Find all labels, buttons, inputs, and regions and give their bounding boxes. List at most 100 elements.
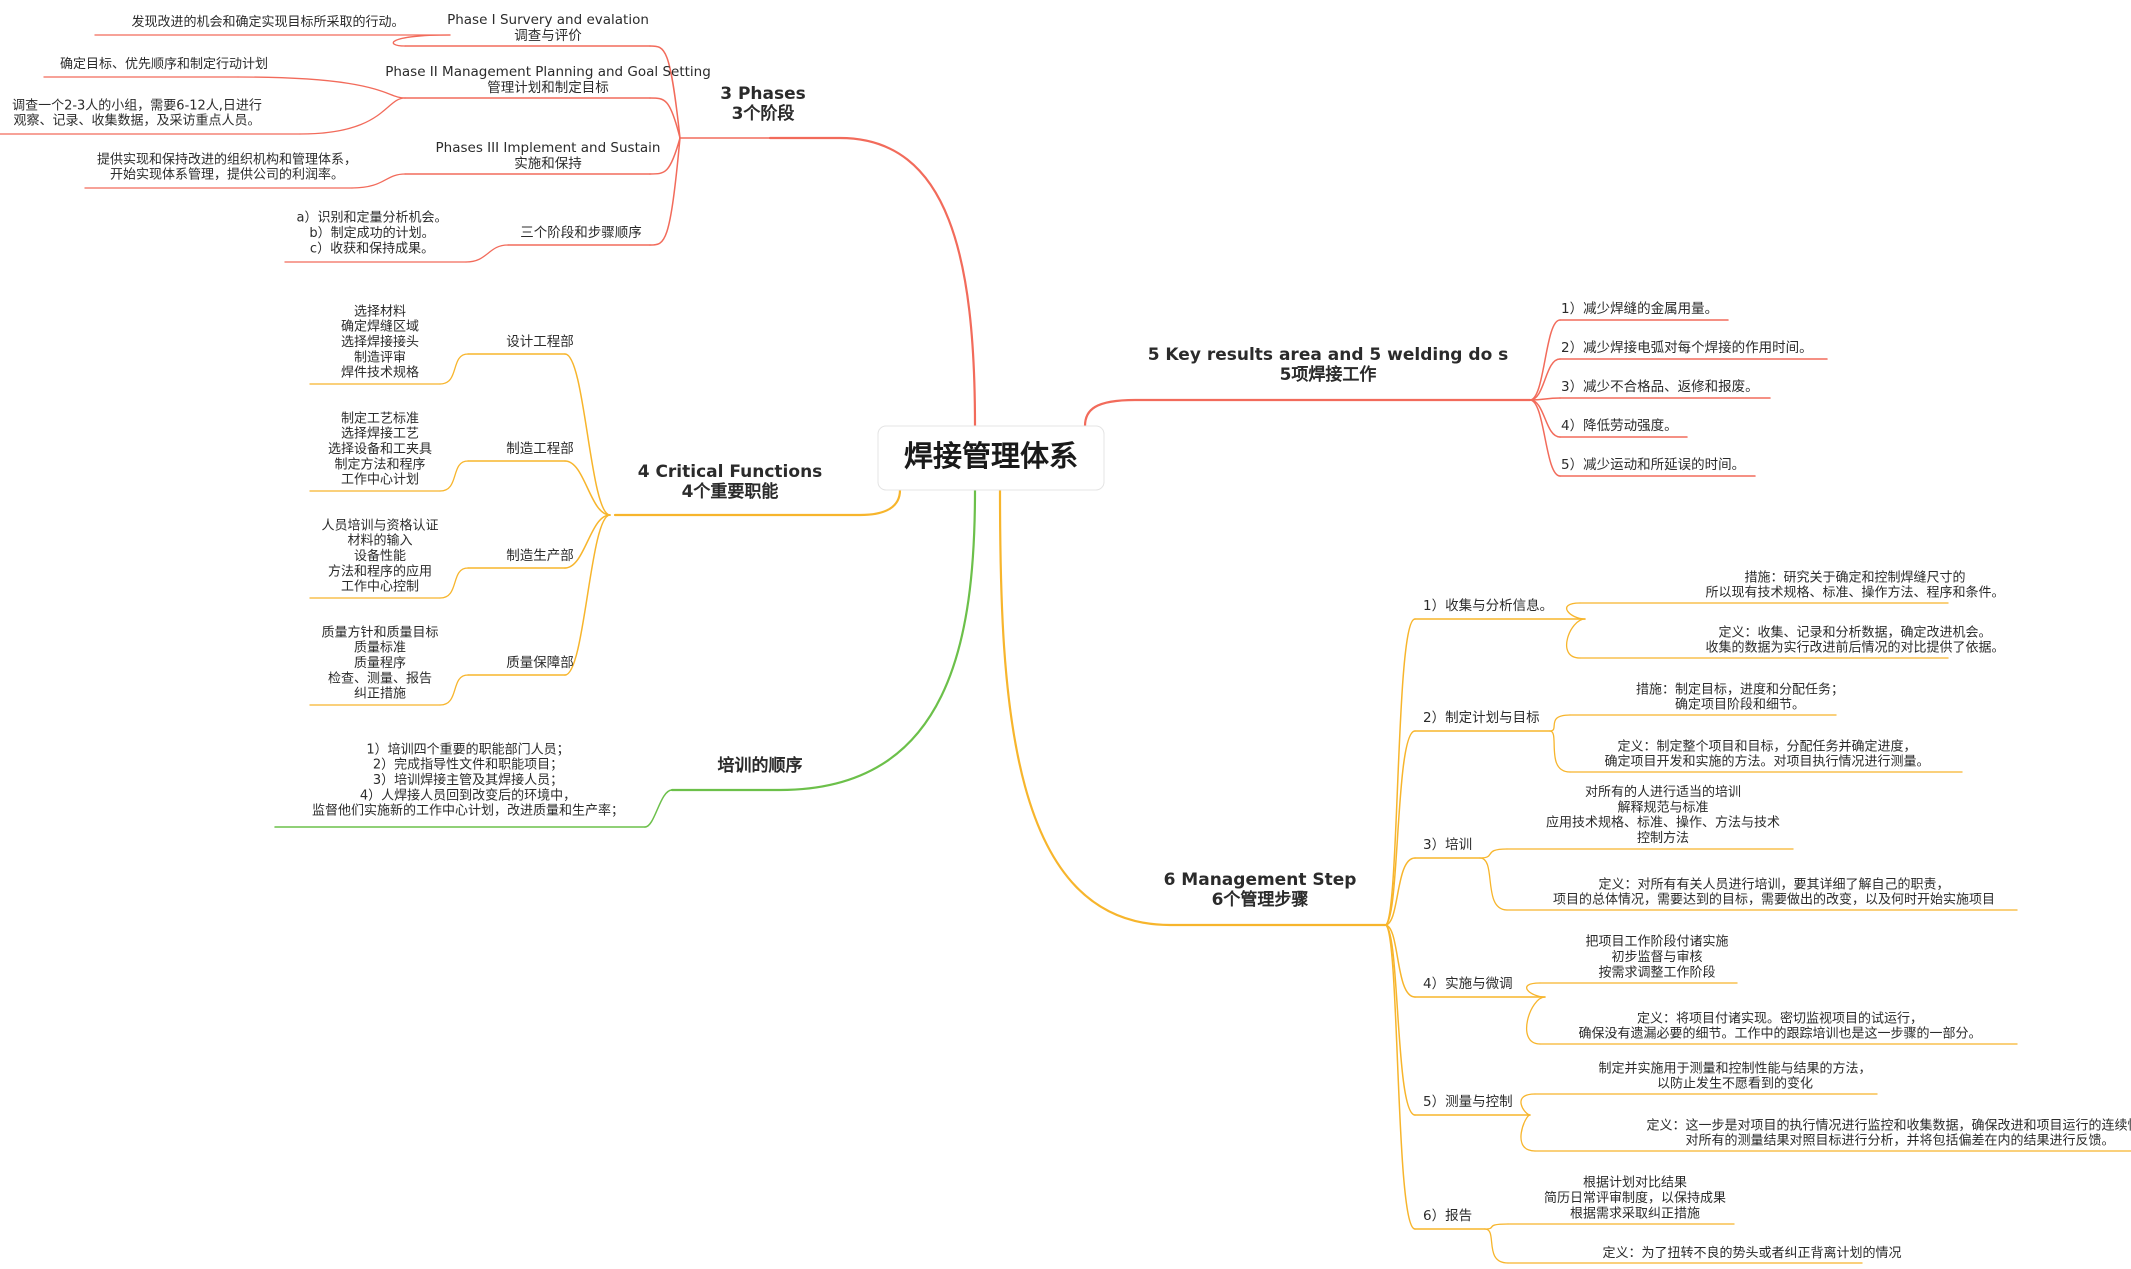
key-item-label-line: 5）减少运动和所延误的时间。: [1561, 457, 1745, 473]
function-detail-text: 质量方针和质量目标质量标准质量程序检查、测量、报告纠正措施: [321, 624, 438, 701]
training-detail-text-line: 1）培训四个重要的职能部门人员；: [366, 741, 569, 757]
keys-title-line: 5项焊接工作: [1280, 364, 1377, 385]
phase-detail-text-line: a）识别和定量分析机会。: [297, 210, 448, 225]
step-detail-text-line: 确定项目阶段和细节。: [1675, 697, 1805, 712]
phase-detail-text: 发现改进的机会和确定实现目标所采取的行动。: [131, 14, 404, 30]
phase-detail-connector: [392, 34, 451, 47]
phase-detail-text-line: 调查一个2-3人的小组，需要6-12人,日进行: [12, 97, 262, 113]
keys-title-line: 5 Key results area and 5 welding do s: [1148, 345, 1509, 365]
key-item-label-line: 1）减少焊缝的金属用量。: [1561, 301, 1718, 317]
step-detail-connector: [1549, 730, 1571, 773]
phase-node-label-line: 管理计划和制定目标: [487, 80, 609, 96]
step-detail-text-line: 定义：为了扭转不良的势头或者纠正背离计划的情况: [1602, 1245, 1901, 1261]
steps-branch-line: [998, 488, 1387, 927]
step-detail-connector: [1525, 996, 1546, 1045]
training-detail-text: 1）培训四个重要的职能部门人员；2）完成指导性文件和职能项目；3）培训焊接主管及…: [312, 741, 624, 818]
phase-detail-text-line: 观察、记录、收集数据，及采访重点人员。: [13, 112, 260, 128]
key-item-connector: [1529, 319, 1561, 401]
function-connector: [564, 514, 611, 676]
function-detail-text-line: 选择焊接接头: [341, 334, 419, 350]
phase-detail-text-line: 发现改进的机会和确定实现目标所采取的行动。: [131, 14, 404, 30]
key-item-connector: [1529, 399, 1561, 477]
function-detail-text-line: 制定工艺标准: [341, 411, 419, 426]
step-detail-text: 定义：为了扭转不良的势头或者纠正背离计划的情况: [1602, 1245, 1901, 1261]
step-node-label-line: 4）实施与微调: [1423, 976, 1513, 992]
function-detail-text-line: 材料的输入: [347, 532, 412, 548]
step-detail-text-line: 定义：对所有有关人员进行培训，要其详细了解自己的职责，: [1598, 876, 1949, 892]
function-detail-text-line: 人员培训与资格认证: [321, 517, 438, 533]
function-detail-connector: [439, 567, 469, 599]
training-detail-text-line: 3）培训焊接主管及其焊接人员；: [373, 772, 563, 788]
phase-detail-text-line: 开始实现体系管理，提供公司的利润率。: [110, 166, 344, 182]
phase-node-label-line: Phase II Management Planning and Goal Se…: [385, 64, 711, 80]
central-topic[interactable]: 焊接管理体系: [904, 439, 1078, 473]
step-detail-text-line: 根据计划对比结果: [1583, 1175, 1687, 1190]
phases-branch-line: [768, 136, 977, 428]
training-branch-line: [670, 488, 977, 792]
function-node-label-line: 制造生产部: [506, 548, 574, 564]
step-detail-text: 把项目工作阶段付诸实施初步监督与审核按需求调整工作阶段: [1585, 934, 1728, 980]
step-detail-text-line: 对所有的测量结果对照目标进行分析，并将包括偏差在内的结果进行反馈。: [1685, 1132, 2114, 1148]
step-detail-text-line: 按需求调整工作阶段: [1598, 965, 1715, 980]
step-detail-text-line: 把项目工作阶段付诸实施: [1585, 934, 1728, 949]
step-detail-text-line: 措施：研究关于确定和控制焊缝尺寸的: [1744, 569, 1965, 585]
step-detail-connector: [1479, 848, 1508, 859]
phase-node-label-line: 调查与评价: [514, 28, 582, 44]
phase-node-label: 三个阶段和步骤顺序: [520, 225, 642, 241]
step-detail-connector: [1520, 1114, 1536, 1152]
step-node-label: 4）实施与微调: [1423, 976, 1513, 992]
step-detail-text: 定义：对所有有关人员进行培训，要其详细了解自己的职责，项目的总体情况，需要达到的…: [1553, 876, 1995, 907]
connector-lines: [0, 34, 2131, 1264]
phase-detail-text: 确定目标、优先顺序和制定行动计划: [60, 57, 268, 72]
function-node-label-line: 质量保障部: [506, 655, 574, 671]
phase-detail-connector: [299, 97, 406, 135]
phase-node-label-line: 实施和保持: [514, 156, 582, 172]
function-connector: [564, 514, 611, 569]
function-detail-text-line: 质量标准: [354, 640, 406, 655]
central-topic-box[interactable]: [877, 425, 1105, 491]
step-detail-text: 定义：这一步是对项目的执行情况进行监控和收集数据，确保改进和项目运行的连续性。对…: [1646, 1117, 2131, 1148]
function-detail-connector: [439, 460, 469, 492]
phase-node-label: Phase II Management Planning and Goal Se…: [385, 64, 711, 96]
step-detail-text-line: 初步监督与审核: [1611, 950, 1702, 965]
step-detail-text: 措施：研究关于确定和控制焊缝尺寸的所以现有技术规格、标准、操作方法、程序和条件。: [1705, 569, 2004, 600]
steps-title-line: 6 Management Step: [1164, 870, 1357, 890]
step-detail-text: 定义：收集、记录和分析数据，确定改进机会。收集的数据为实行改进前后情况的对比提供…: [1705, 624, 2004, 655]
function-detail-text-line: 制定方法和程序: [334, 456, 425, 472]
step-detail-text-line: 项目的总体情况，需要达到的目标，需要做出的改变，以及何时开始实施项目: [1553, 891, 1995, 907]
step-detail-connector: [1565, 602, 1586, 620]
step-detail-text: 制定并实施用于测量和控制性能与结果的方法，以防止发生不愿看到的变化: [1598, 1060, 1871, 1091]
function-detail-connector: [439, 353, 469, 385]
step-connector: [1384, 924, 1416, 998]
function-node-label: 制造生产部: [506, 548, 574, 564]
function-detail-text-line: 选择焊接工艺: [341, 425, 419, 441]
function-node-label-line: 设计工程部: [506, 334, 574, 350]
functions-branch-line: [613, 488, 902, 517]
phases-title-line: 3个阶段: [732, 103, 795, 124]
step-detail-text-line: 收集的数据为实行改进前后情况的对比提供了依据。: [1705, 639, 2004, 655]
step-detail-text-line: 以防止发生不愿看到的变化: [1657, 1075, 1813, 1091]
function-detail-text: 人员培训与资格认证材料的输入设备性能方法和程序的应用工作中心控制: [321, 517, 438, 594]
function-detail-text: 制定工艺标准选择焊接工艺选择设备和工夹具制定方法和程序工作中心计划: [328, 411, 432, 487]
function-detail-text-line: 检查、测量、报告: [328, 671, 432, 686]
phase-node-label-line: Phases III Implement and Sustain: [436, 140, 661, 156]
step-detail-text-line: 应用技术规格、标准、操作、方法与技术: [1546, 814, 1780, 830]
phase-detail-connector: [465, 244, 509, 263]
function-detail-text-line: 设备性能: [354, 548, 406, 564]
function-detail-text-line: 质量程序: [354, 656, 406, 671]
phase-detail-text-line: 提供实现和保持改进的组织机构和管理体系，: [97, 151, 357, 167]
function-detail-text-line: 制造评审: [354, 350, 406, 365]
key-item-label-line: 2）减少焊接电弧对每个焊接的作用时间。: [1561, 339, 1813, 356]
step-detail-text: 根据计划对比结果简历日常评审制度，以保持成果根据需求采取纠正措施: [1544, 1175, 1726, 1221]
step-detail-connector: [1484, 1228, 1509, 1264]
phase-node-label-line: Phase I Survery and evalation: [447, 12, 649, 28]
step-detail-text-line: 所以现有技术规格、标准、操作方法、程序和条件。: [1705, 584, 2004, 600]
step-detail-connector: [1479, 857, 1508, 911]
function-node-label: 设计工程部: [506, 334, 574, 350]
phase-detail-connector: [351, 173, 406, 189]
step-detail-text-line: 定义：收集、记录和分析数据，确定改进机会。: [1718, 624, 1991, 640]
